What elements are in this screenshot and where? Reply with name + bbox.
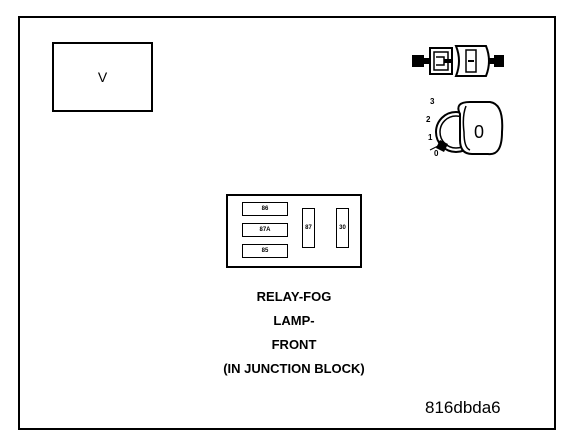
- pin-87-label: 87: [305, 225, 312, 231]
- figure-code: 816dbda6: [425, 398, 501, 417]
- connector-icon: [412, 45, 504, 77]
- pin-87a-label: 87A: [259, 227, 271, 233]
- ignition-pos-2: 2: [426, 115, 431, 124]
- pin-87: 87: [302, 208, 315, 248]
- relay-pin-block: 86 87A 85 87 30: [226, 194, 362, 268]
- pin-87a: 87A: [242, 223, 288, 237]
- view-indicator-box: V: [52, 42, 153, 112]
- ignition-key-icon: 3 2 1 0 0: [426, 97, 504, 158]
- caption-line-3: FRONT: [271, 337, 317, 352]
- pin-86-label: 86: [261, 206, 269, 212]
- caption-line-2: LAMP-: [273, 313, 315, 328]
- pin-85: 85: [242, 244, 288, 258]
- ignition-key-label: 0: [474, 122, 484, 142]
- pin-85-label: 85: [261, 248, 269, 254]
- caption-line-1: RELAY-FOG: [256, 289, 332, 304]
- view-label: V: [97, 69, 108, 85]
- ignition-pos-3: 3: [430, 97, 435, 106]
- ignition-pos-1: 1: [428, 133, 433, 142]
- diagram-frame: [18, 16, 556, 430]
- pin-30: 30: [336, 208, 349, 248]
- ignition-pos-0: 0: [434, 149, 439, 158]
- pin-86: 86: [242, 202, 288, 216]
- pin-30-label: 30: [339, 225, 346, 231]
- caption-line-4: (IN JUNCTION BLOCK): [223, 361, 365, 376]
